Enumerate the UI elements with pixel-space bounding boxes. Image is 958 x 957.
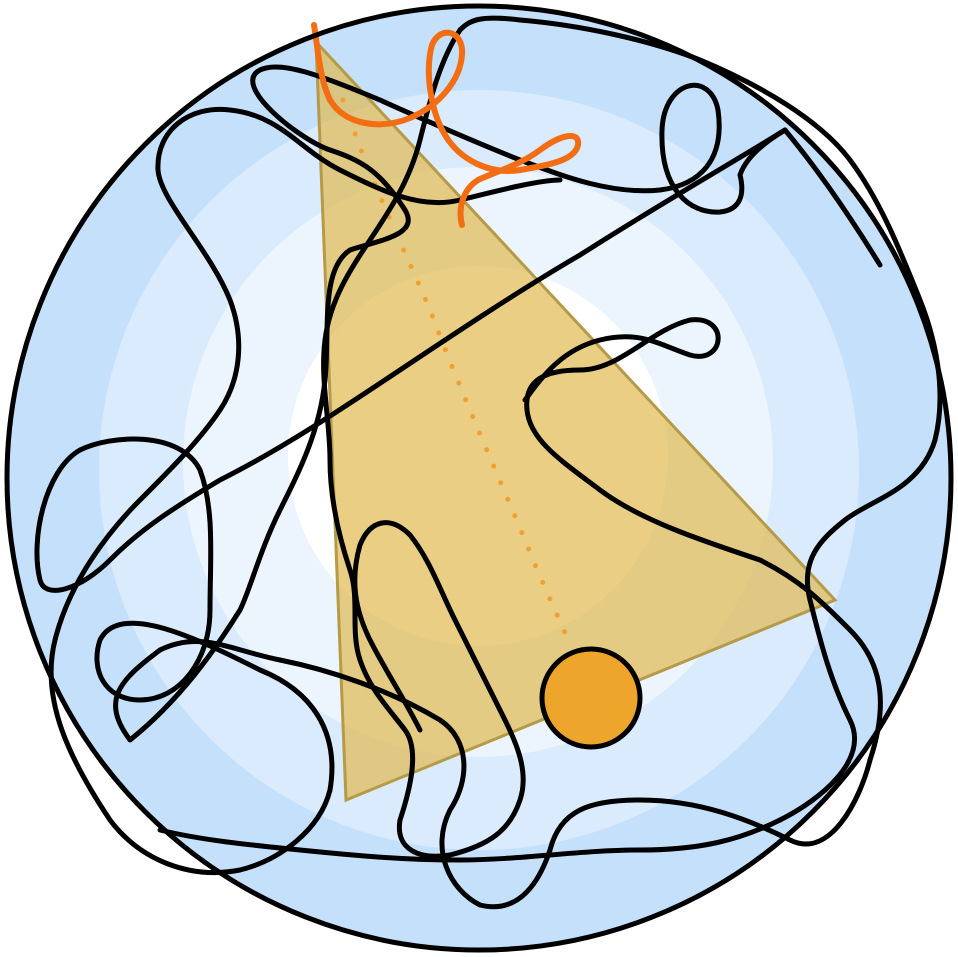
black-chain xyxy=(34,15,943,910)
chain-strand-9 xyxy=(352,520,526,859)
chain-strand-4 xyxy=(522,317,883,763)
orange-chain-segment xyxy=(311,22,582,228)
chain-strand-1 xyxy=(113,64,883,743)
ball xyxy=(539,646,643,750)
chain-strand-7 xyxy=(157,817,783,863)
chain-strand-2 xyxy=(34,127,788,793)
sphere-outline xyxy=(4,3,954,953)
chain-strand-5 xyxy=(48,106,563,876)
chain-strand-8 xyxy=(321,27,463,823)
